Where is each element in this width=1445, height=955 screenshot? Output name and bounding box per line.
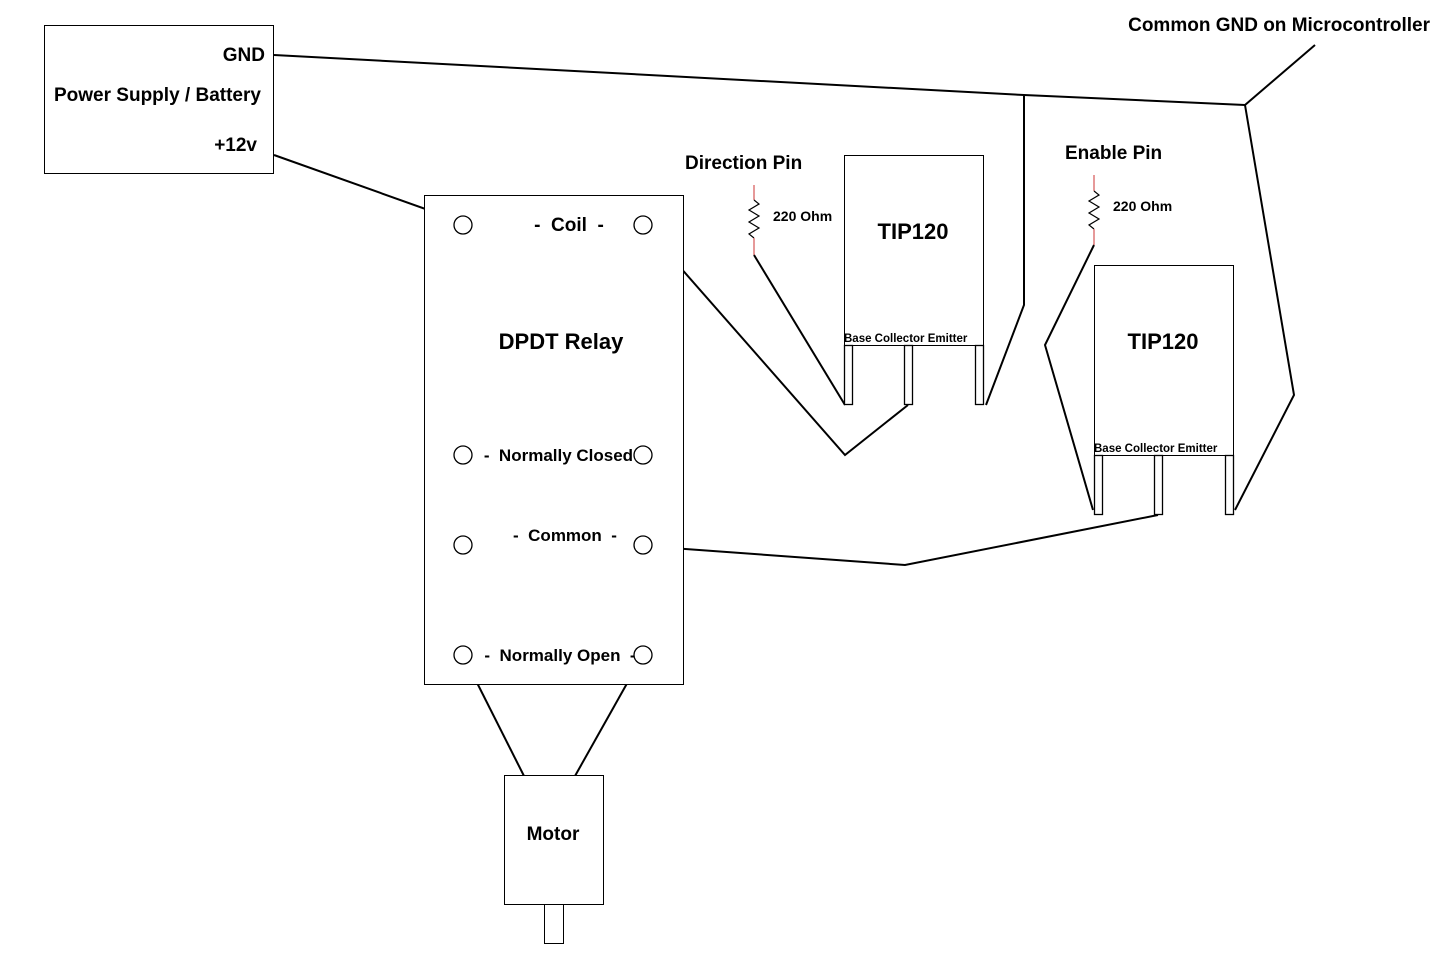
direction-transistor: TIP120 Base Collector Emitter [843, 155, 985, 406]
enable-base-leg [1093, 454, 1104, 516]
common-right-pin [633, 535, 653, 555]
relay-normally-closed-label: - Normally Closed - [484, 446, 648, 465]
direction-resistor-symbol [747, 199, 761, 239]
enable-emitter-gnd-wire [1234, 104, 1296, 511]
relay-title: DPDT Relay [499, 329, 624, 354]
common-gnd-label: Common GND on Microcontroller [1128, 15, 1431, 36]
common-left-pin [453, 535, 473, 555]
direction-base-leg [843, 344, 854, 406]
coil-right-pin [633, 215, 653, 235]
normally-open-left-pin [453, 645, 473, 665]
relay-normally-open-label: - Normally Open - [484, 646, 635, 665]
direction-tip120-body [844, 155, 984, 346]
motor-label: Motor [527, 824, 580, 845]
direction-emitter-leg [974, 344, 985, 406]
coil-to-direction-collector-wire [642, 224, 909, 457]
relay-common-label: - Common - [513, 526, 617, 545]
direction-resistor-label: 220 Ohm [773, 208, 832, 224]
power-supply-title: Power Supply / Battery [54, 85, 261, 106]
relay-box [424, 195, 684, 685]
power-supply-plus12v-label: +12v [214, 135, 257, 156]
motor-body [504, 775, 604, 905]
motor: Motor [504, 775, 604, 944]
normally-closed-right-pin [633, 445, 653, 465]
common-to-enable-collector-wire [643, 514, 1159, 567]
coil-left-pin [453, 215, 473, 235]
normally-open-right-pin [633, 645, 653, 665]
power-supply-box [44, 25, 274, 174]
normally-closed-left-pin [453, 445, 473, 465]
enable-resistor-label: 220 Ohm [1113, 198, 1172, 214]
direction-tip120-label: TIP120 [878, 219, 949, 244]
enable-tip120-body [1094, 265, 1234, 456]
enable-transistor: TIP120 Base Collector Emitter [1093, 265, 1235, 516]
direction-pin-group: Direction Pin 220 Ohm [685, 153, 832, 255]
enable-tip120-label: TIP120 [1128, 329, 1199, 354]
enable-pin-group: Enable Pin 220 Ohm [1065, 143, 1172, 245]
direction-pin-label: Direction Pin [685, 153, 802, 174]
relay-coil-label: - Coil - [534, 215, 604, 236]
direction-tip120-legs-label: Base Collector Emitter [844, 333, 968, 345]
direction-emitter-gnd-wire [985, 95, 1025, 406]
enable-collector-leg [1153, 454, 1164, 516]
motor-shaft [544, 904, 564, 944]
gnd-bus-wire [273, 54, 1246, 106]
gnd-to-microcontroller-wire [1244, 44, 1316, 106]
power-supply: GND Power Supply / Battery +12v [44, 25, 274, 174]
direction-pin-to-base-wire [753, 254, 846, 406]
enable-tip120-legs-label: Base Collector Emitter [1094, 443, 1218, 455]
enable-emitter-leg [1224, 454, 1235, 516]
enable-resistor-symbol [1087, 190, 1101, 230]
power-supply-gnd-label: GND [223, 45, 265, 66]
enable-pin-label: Enable Pin [1065, 143, 1162, 164]
direction-collector-leg [903, 344, 914, 406]
dpdt-relay: DPDT Relay - Coil - - Normally Closed - … [424, 195, 684, 685]
enable-pin-to-base-wire [1043, 244, 1095, 511]
